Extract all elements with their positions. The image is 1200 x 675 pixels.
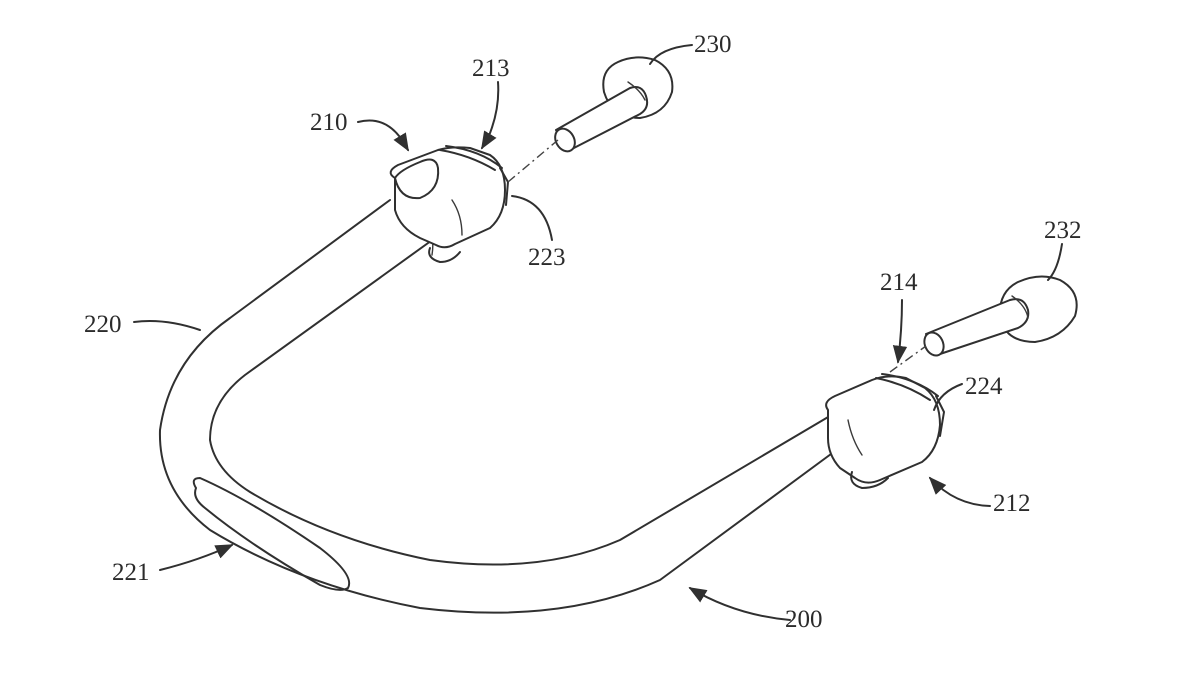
insertion-axis-232 bbox=[889, 345, 927, 373]
earbud-232 bbox=[923, 275, 1078, 357]
ref-200: 200 bbox=[785, 606, 823, 633]
ref-221: 221 bbox=[112, 559, 150, 586]
pad-221 bbox=[192, 477, 351, 591]
ref-220: 220 bbox=[84, 311, 122, 338]
housing-212 bbox=[825, 373, 945, 489]
ref-232: 232 bbox=[1044, 217, 1082, 244]
ref-224: 224 bbox=[965, 373, 1003, 400]
ref-214: 214 bbox=[880, 269, 918, 296]
leader-lines bbox=[133, 44, 1063, 621]
ref-213: 213 bbox=[472, 55, 510, 82]
ref-223: 223 bbox=[528, 244, 566, 271]
ref-210: 210 bbox=[310, 109, 348, 136]
insertion-axis-230 bbox=[507, 139, 559, 183]
ref-212: 212 bbox=[993, 490, 1031, 517]
earbud-230 bbox=[554, 56, 674, 153]
ref-230: 230 bbox=[694, 31, 732, 58]
housing-210 bbox=[389, 145, 509, 263]
band-220 bbox=[158, 179, 857, 614]
